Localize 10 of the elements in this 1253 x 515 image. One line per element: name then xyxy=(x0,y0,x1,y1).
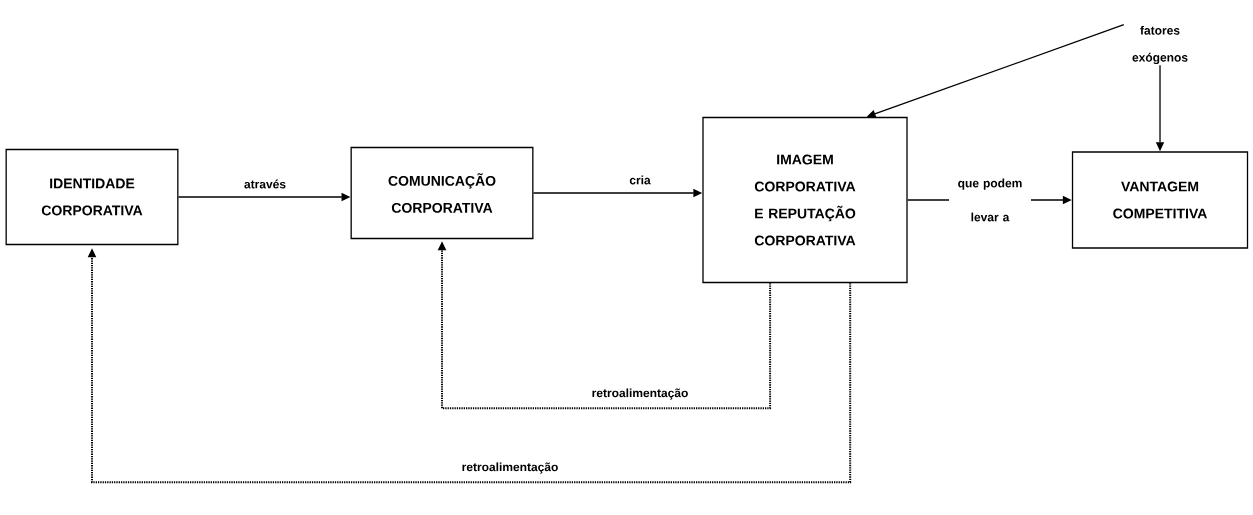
edge-label: através xyxy=(243,178,287,190)
factor-text: fatores exógenos xyxy=(1132,25,1188,65)
process-box: COMUNICAÇÃO CORPORATIVA xyxy=(350,146,534,240)
process-box: IMAGEM CORPORATIVA E REPUTAÇÃO CORPORATIVA xyxy=(702,116,908,284)
edge-label: que podem levar a xyxy=(949,177,1031,223)
edge-label: cria xyxy=(628,174,652,186)
edge-label: retroalimentação xyxy=(590,387,690,401)
process-box: VANTAGEM COMPETITIVA xyxy=(1071,151,1249,249)
edge-label: retroalimentação xyxy=(460,461,560,475)
process-box: IDENTIDADE CORPORATIVA xyxy=(5,148,179,246)
